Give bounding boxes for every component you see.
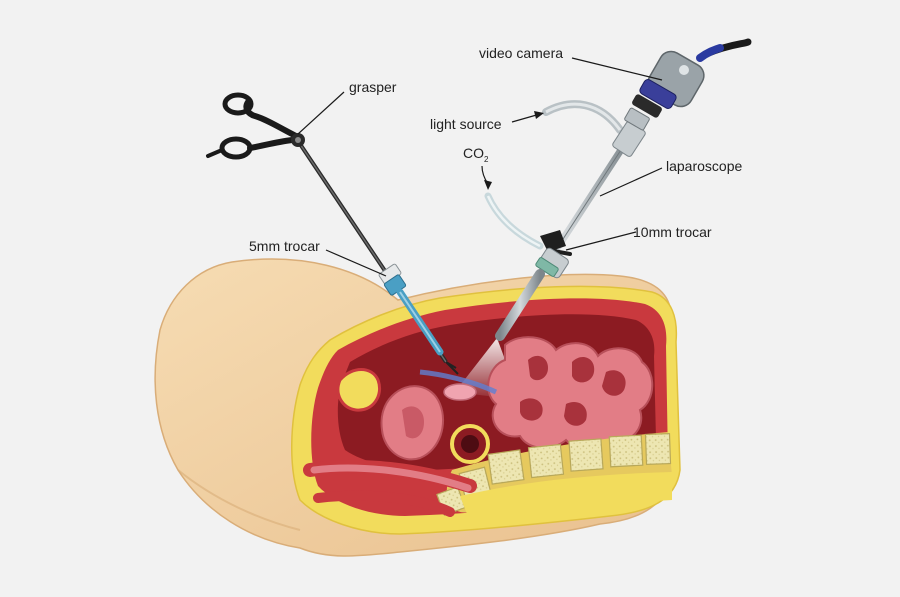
label-10mm-trocar: 10mm trocar [633,224,712,240]
leader-5mm-trocar [325,249,387,277]
trocar-10mm [495,230,572,341]
trocar-5mm [378,263,444,356]
bowel-loops [487,336,654,450]
co2-arrowhead [484,180,492,190]
leader-laparoscope [599,167,663,197]
label-co2: CO [463,145,484,161]
pelvic-organs [303,368,498,517]
label-group: video camera grasper light source CO 2 l… [249,45,742,254]
label-5mm-trocar: 5mm trocar [249,238,320,254]
light-cable [542,100,624,134]
leader-video-camera [571,57,663,81]
leader-10mm-trocar [565,231,637,251]
light-arrowhead [534,111,544,119]
label-video-camera: video camera [479,45,563,61]
co2-tube [484,192,544,250]
label-light-source: light source [430,116,502,132]
label-co2-subscript: 2 [484,155,489,164]
video-camera-head [624,38,752,131]
spine [436,432,672,522]
label-grasper: grasper [349,79,397,95]
leader-grasper [297,91,345,135]
label-laparoscope: laparoscope [666,158,742,174]
leader-lines [297,57,663,277]
